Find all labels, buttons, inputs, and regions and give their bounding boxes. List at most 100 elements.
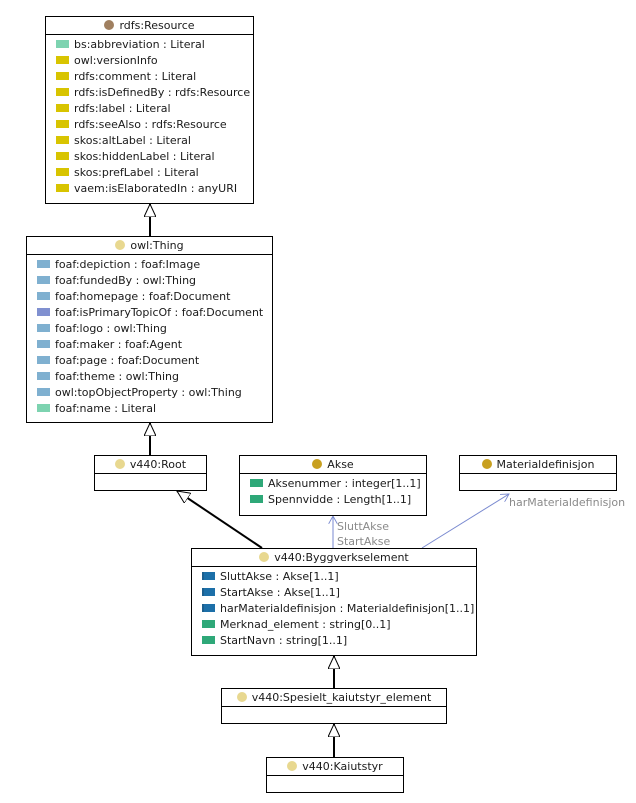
attribute-label: skos:hiddenLabel : Literal xyxy=(74,150,215,163)
attribute-row[interactable]: harMaterialdefinisjon : Materialdefinisj… xyxy=(192,601,476,617)
class-dot-icon xyxy=(114,459,125,469)
property-swatch-icon xyxy=(202,572,215,580)
attribute-row[interactable]: Aksenummer : integer[1..1] xyxy=(240,476,426,492)
attribute-row[interactable]: rdfs:seeAlso : rdfs:Resource xyxy=(46,117,253,133)
attribute-row[interactable]: rdfs:isDefinedBy : rdfs:Resource xyxy=(46,85,253,101)
attribute-label: rdfs:seeAlso : rdfs:Resource xyxy=(74,118,227,131)
class-title: v440:Root xyxy=(129,458,187,471)
attribute-label: SluttAkse : Akse[1..1] xyxy=(220,570,339,583)
property-swatch-icon xyxy=(37,260,50,268)
class-box-akse[interactable]: Akse Aksenummer : integer[1..1]Spennvidd… xyxy=(239,455,427,516)
property-swatch-icon xyxy=(37,308,50,316)
attribute-label: StartNavn : string[1..1] xyxy=(220,634,348,647)
attribute-row[interactable]: foaf:logo : owl:Thing xyxy=(27,321,272,337)
attribute-label: StartAkse : Akse[1..1] xyxy=(220,586,340,599)
class-dot-icon xyxy=(236,692,247,702)
class-header: v440:Byggverkselement xyxy=(192,549,476,567)
attribute-row[interactable]: foaf:depiction : foaf:Image xyxy=(27,257,272,273)
property-swatch-icon xyxy=(37,356,50,364)
attribute-row[interactable]: foaf:homepage : foaf:Document xyxy=(27,289,272,305)
attribute-row[interactable]: bs:abbreviation : Literal xyxy=(46,37,253,53)
class-dot-icon xyxy=(481,459,492,469)
edge-label-startakse: StartAkse xyxy=(337,535,391,548)
property-swatch-icon xyxy=(56,136,69,144)
class-title: Materialdefinisjon xyxy=(496,458,595,471)
attribute-label: rdfs:comment : Literal xyxy=(74,70,197,83)
attribute-row[interactable]: foaf:page : foaf:Document xyxy=(27,353,272,369)
property-swatch-icon xyxy=(56,168,69,176)
attribute-row[interactable]: Spennvidde : Length[1..1] xyxy=(240,492,426,508)
property-swatch-icon xyxy=(250,495,263,503)
attribute-row[interactable]: foaf:fundedBy : owl:Thing xyxy=(27,273,272,289)
property-swatch-icon xyxy=(56,152,69,160)
attribute-label: harMaterialdefinisjon : Materialdefinisj… xyxy=(220,602,475,615)
association-edge-harmaterialdefinisjon xyxy=(421,494,509,549)
attribute-label: foaf:fundedBy : owl:Thing xyxy=(55,274,197,287)
edge-label-sluttakse: SluttAkse xyxy=(337,520,390,533)
attribute-row[interactable]: foaf:maker : foaf:Agent xyxy=(27,337,272,353)
attribute-label: Spennvidde : Length[1..1] xyxy=(268,493,412,506)
inheritance-edge-byggverkselement-root xyxy=(177,490,263,549)
class-dot-icon xyxy=(115,240,126,250)
attribute-label: foaf:logo : owl:Thing xyxy=(55,322,167,335)
class-header: rdfs:Resource xyxy=(46,17,253,35)
property-swatch-icon xyxy=(202,588,215,596)
class-box-v440-spesielt-kaiutstyr-element[interactable]: v440:Spesielt_kaiutstyr_element xyxy=(221,688,447,724)
attribute-row[interactable]: rdfs:label : Literal xyxy=(46,101,253,117)
attribute-row[interactable]: skos:prefLabel : Literal xyxy=(46,165,253,181)
property-swatch-icon xyxy=(37,388,50,396)
attribute-row[interactable]: foaf:theme : owl:Thing xyxy=(27,369,272,385)
class-title: rdfs:Resource xyxy=(119,19,195,32)
attribute-row[interactable]: foaf:name : Literal xyxy=(27,401,272,417)
attribute-row[interactable]: Merknad_element : string[0..1] xyxy=(192,617,476,633)
property-swatch-icon xyxy=(37,404,50,412)
attribute-row[interactable]: StartNavn : string[1..1] xyxy=(192,633,476,649)
class-box-v440-kaiutstyr[interactable]: v440:Kaiutstyr xyxy=(266,757,404,793)
attribute-label: foaf:isPrimaryTopicOf : foaf:Document xyxy=(55,306,264,319)
class-dot-icon xyxy=(287,761,298,771)
class-title: v440:Spesielt_kaiutstyr_element xyxy=(251,691,432,704)
edge-label-harmaterialdefinisjon: harMaterialdefinisjon xyxy=(509,496,626,509)
property-swatch-icon xyxy=(37,324,50,332)
property-swatch-icon xyxy=(37,292,50,300)
class-box-v440-byggverkselement[interactable]: v440:Byggverkselement SluttAkse : Akse[1… xyxy=(191,548,477,656)
attribute-row[interactable]: StartAkse : Akse[1..1] xyxy=(192,585,476,601)
attribute-row[interactable]: SluttAkse : Akse[1..1] xyxy=(192,569,476,585)
class-dot-icon xyxy=(312,459,323,469)
attribute-label: Merknad_element : string[0..1] xyxy=(220,618,391,631)
class-title: v440:Byggverkselement xyxy=(274,551,409,564)
property-swatch-icon xyxy=(56,184,69,192)
class-title: v440:Kaiutstyr xyxy=(302,760,383,773)
class-header: Akse xyxy=(240,456,426,474)
property-swatch-icon xyxy=(56,120,69,128)
attribute-label: foaf:maker : foaf:Agent xyxy=(55,338,183,351)
class-box-v440-root[interactable]: v440:Root xyxy=(94,455,207,491)
attribute-list: Aksenummer : integer[1..1]Spennvidde : L… xyxy=(240,474,426,508)
class-header: v440:Spesielt_kaiutstyr_element xyxy=(222,689,446,707)
attribute-row[interactable]: skos:altLabel : Literal xyxy=(46,133,253,149)
attribute-row[interactable]: foaf:isPrimaryTopicOf : foaf:Document xyxy=(27,305,272,321)
attribute-label: rdfs:isDefinedBy : rdfs:Resource xyxy=(74,86,251,99)
class-title: owl:Thing xyxy=(130,239,184,252)
attribute-label: skos:prefLabel : Literal xyxy=(74,166,199,179)
attribute-label: foaf:theme : owl:Thing xyxy=(55,370,179,383)
attribute-label: foaf:homepage : foaf:Document xyxy=(55,290,231,303)
attribute-row[interactable]: rdfs:comment : Literal xyxy=(46,69,253,85)
property-swatch-icon xyxy=(56,88,69,96)
attribute-row[interactable]: owl:topObjectProperty : owl:Thing xyxy=(27,385,272,401)
attribute-label: rdfs:label : Literal xyxy=(74,102,171,115)
attribute-label: owl:versionInfo xyxy=(74,54,158,67)
attribute-row[interactable]: vaem:isElaboratedIn : anyURI xyxy=(46,181,253,197)
class-box-materialdefinisjon[interactable]: Materialdefinisjon xyxy=(459,455,617,491)
class-title: Akse xyxy=(327,458,354,471)
class-header: owl:Thing xyxy=(27,237,272,255)
class-header: v440:Root xyxy=(95,456,206,474)
attribute-row[interactable]: owl:versionInfo xyxy=(46,53,253,69)
class-dot-icon xyxy=(259,552,270,562)
class-header: v440:Kaiutstyr xyxy=(267,758,403,776)
attribute-row[interactable]: skos:hiddenLabel : Literal xyxy=(46,149,253,165)
property-swatch-icon xyxy=(56,72,69,80)
